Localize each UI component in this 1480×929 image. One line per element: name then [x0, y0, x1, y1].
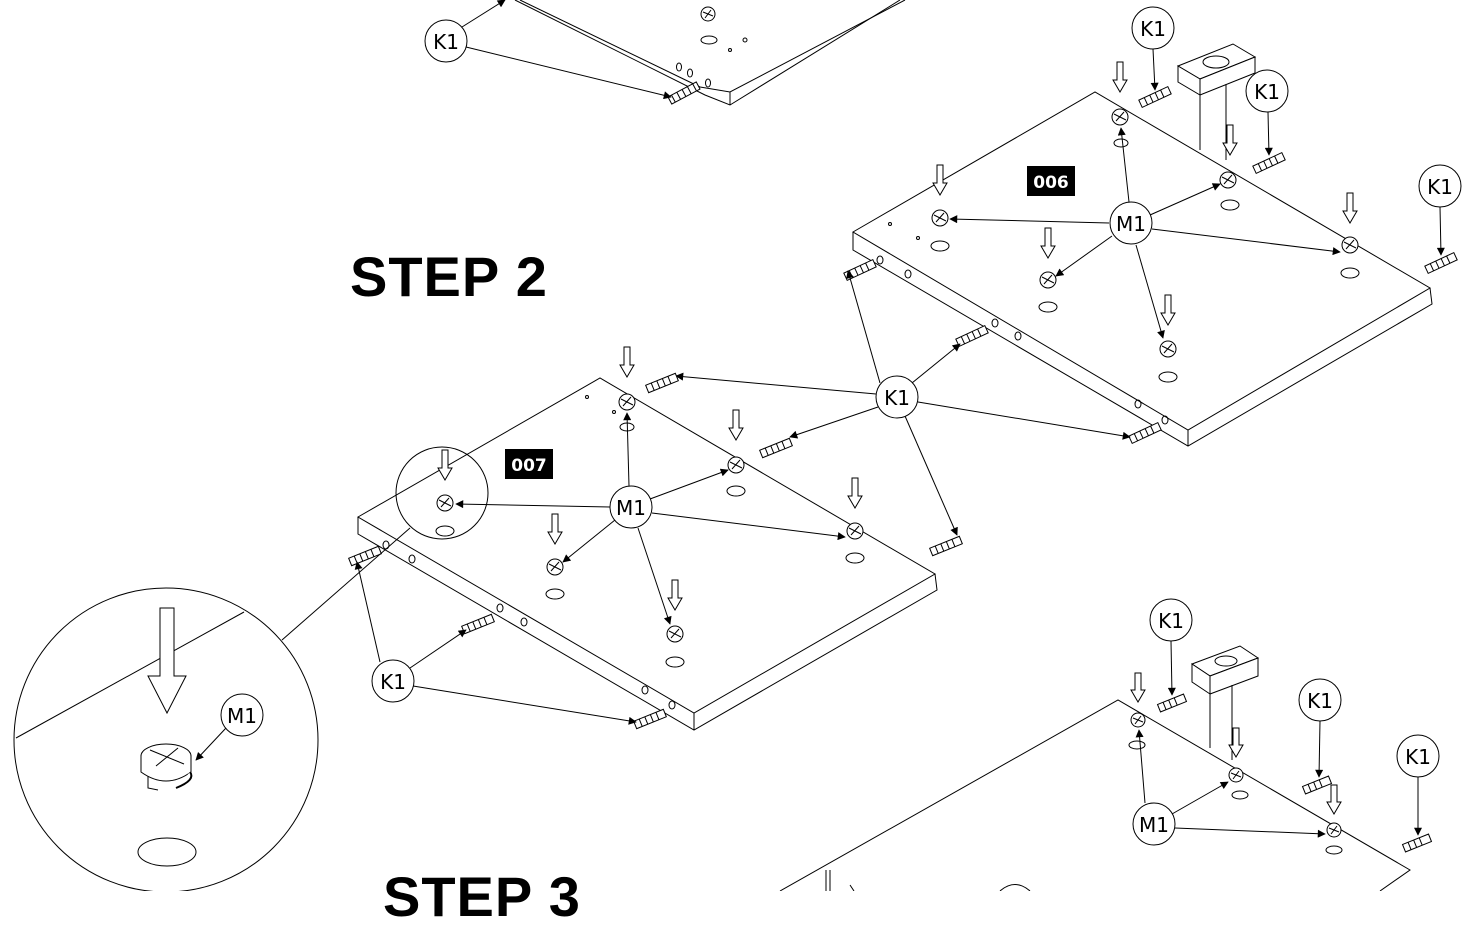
svg-text:M1: M1 [1116, 212, 1146, 236]
svg-text:K1: K1 [1158, 609, 1184, 633]
previous-panel [514, 0, 906, 106]
panel-007 [357, 377, 938, 731]
dowel-icons-006 [843, 85, 1458, 445]
insert-arrows-007 [437, 346, 863, 611]
svg-text:K1: K1 [1307, 689, 1333, 713]
k1-callouts-006: K1 K1 K1 [1131, 6, 1462, 256]
svg-text:006: 006 [1033, 173, 1069, 193]
svg-text:K1: K1 [1140, 17, 1166, 41]
svg-text:007: 007 [511, 456, 547, 476]
svg-text:M1: M1 [227, 704, 257, 728]
m1-callout-detail: M1 [195, 693, 264, 761]
svg-text:K1: K1 [380, 670, 406, 694]
m1-callout-next: M1 [1132, 729, 1326, 846]
k1-callouts-next: K1 K1 K1 [1149, 598, 1440, 836]
cam-lock-icons-006 [931, 108, 1359, 358]
detail-magnifier-icon [13, 446, 489, 891]
part-label-007: 007 [505, 449, 553, 479]
insert-arrows-006 [932, 61, 1358, 326]
dowel-icons-next [1156, 693, 1433, 853]
next-panel [779, 699, 1411, 891]
svg-text:K1: K1 [1427, 175, 1453, 199]
m1-callout-007: M1 [455, 412, 846, 625]
svg-text:K1: K1 [884, 386, 910, 410]
svg-text:M1: M1 [1139, 813, 1169, 837]
cam-lock-icons-next [1130, 672, 1342, 838]
dowel-icon-prev [667, 81, 701, 105]
panel-006 [852, 91, 1433, 447]
bracket-icon-upper [1176, 43, 1257, 160]
k1-callout-center: K1 [675, 270, 1131, 536]
step-2-heading: STEP 2 [350, 245, 548, 308]
cam-lock-icons-007 [436, 393, 864, 643]
svg-text:K1: K1 [433, 30, 459, 54]
svg-text:K1: K1 [1254, 80, 1280, 104]
svg-text:M1: M1 [616, 496, 646, 520]
k1-callout-prev: K1 [424, 0, 672, 100]
part-label-006: 006 [1027, 166, 1075, 196]
bracket-icon-lower [1190, 645, 1260, 760]
svg-text:K1: K1 [1405, 745, 1431, 769]
assembly-diagram: K1 006 [13, 0, 1462, 891]
cam-lock-detail-icon [140, 743, 193, 791]
m1-callout-006: M1 [949, 127, 1341, 339]
k1-callout-lower: K1 [354, 561, 637, 725]
cam-lock-icon-prev [700, 6, 716, 22]
